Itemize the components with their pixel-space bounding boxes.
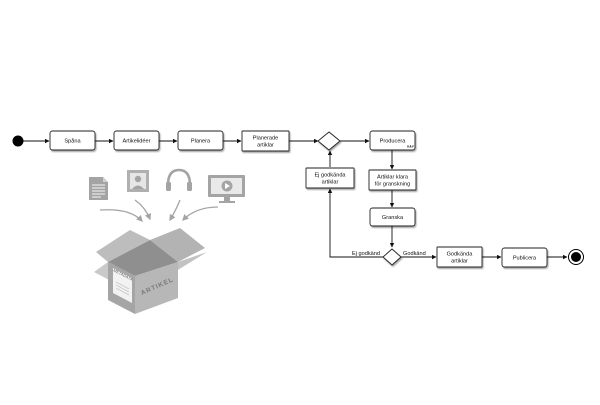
node-publicera [501,247,548,268]
icon-arrows [99,199,219,222]
node-spana [49,130,96,151]
decision-diamond [382,248,402,266]
node-godkanda-label-2: artiklar [451,259,468,265]
node-artiklar-klara-label-1: Artiklar klara [377,175,409,181]
edge-label-godkand: Godkänd [403,251,426,257]
merge-diamond [317,131,341,151]
image-icon [127,170,149,192]
document-icon [89,177,108,200]
node-godkanda [436,246,483,268]
node-ej-godkanda [305,167,355,189]
node-granska-label: Granska [382,215,404,221]
node-artikelideer-label: Artikelidéer [123,139,151,145]
video-monitor-icon [208,175,245,203]
node-planerade-artiklar [241,130,290,152]
end-node [568,249,584,265]
edge-label-ej-godkand: Ej godkänd [352,251,380,257]
edges [23,138,568,260]
node-publicera-label: Publicera [513,256,537,262]
node-artiklar-klara-label-2: för granskning [375,182,410,188]
node-spana-label: Spåna [64,138,81,145]
node-ej-godkanda-label-2: artiklar [322,180,339,186]
node-godkanda-label-1: Godkända [447,252,474,258]
node-ej-godkanda-label-1: Ej godkända [314,173,346,179]
node-planerade-label-2: artiklar [257,143,274,149]
start-node [12,135,24,147]
article-box [94,228,207,314]
node-artiklar-klara [368,169,417,191]
node-planera-label: Planera [191,139,211,145]
node-producera [369,130,416,151]
node-producera-label: Producera [380,139,407,145]
rake-icon [407,145,414,148]
node-planera [177,130,224,151]
node-granska [369,207,416,227]
headphones-icon [166,168,192,186]
node-artikelideer [113,130,160,151]
edge-decision-to-ejgodkanda [327,188,384,258]
media-illustration: METADATA ARTIKEL [89,168,245,314]
node-planerade-label-1: Planerade [253,136,279,142]
